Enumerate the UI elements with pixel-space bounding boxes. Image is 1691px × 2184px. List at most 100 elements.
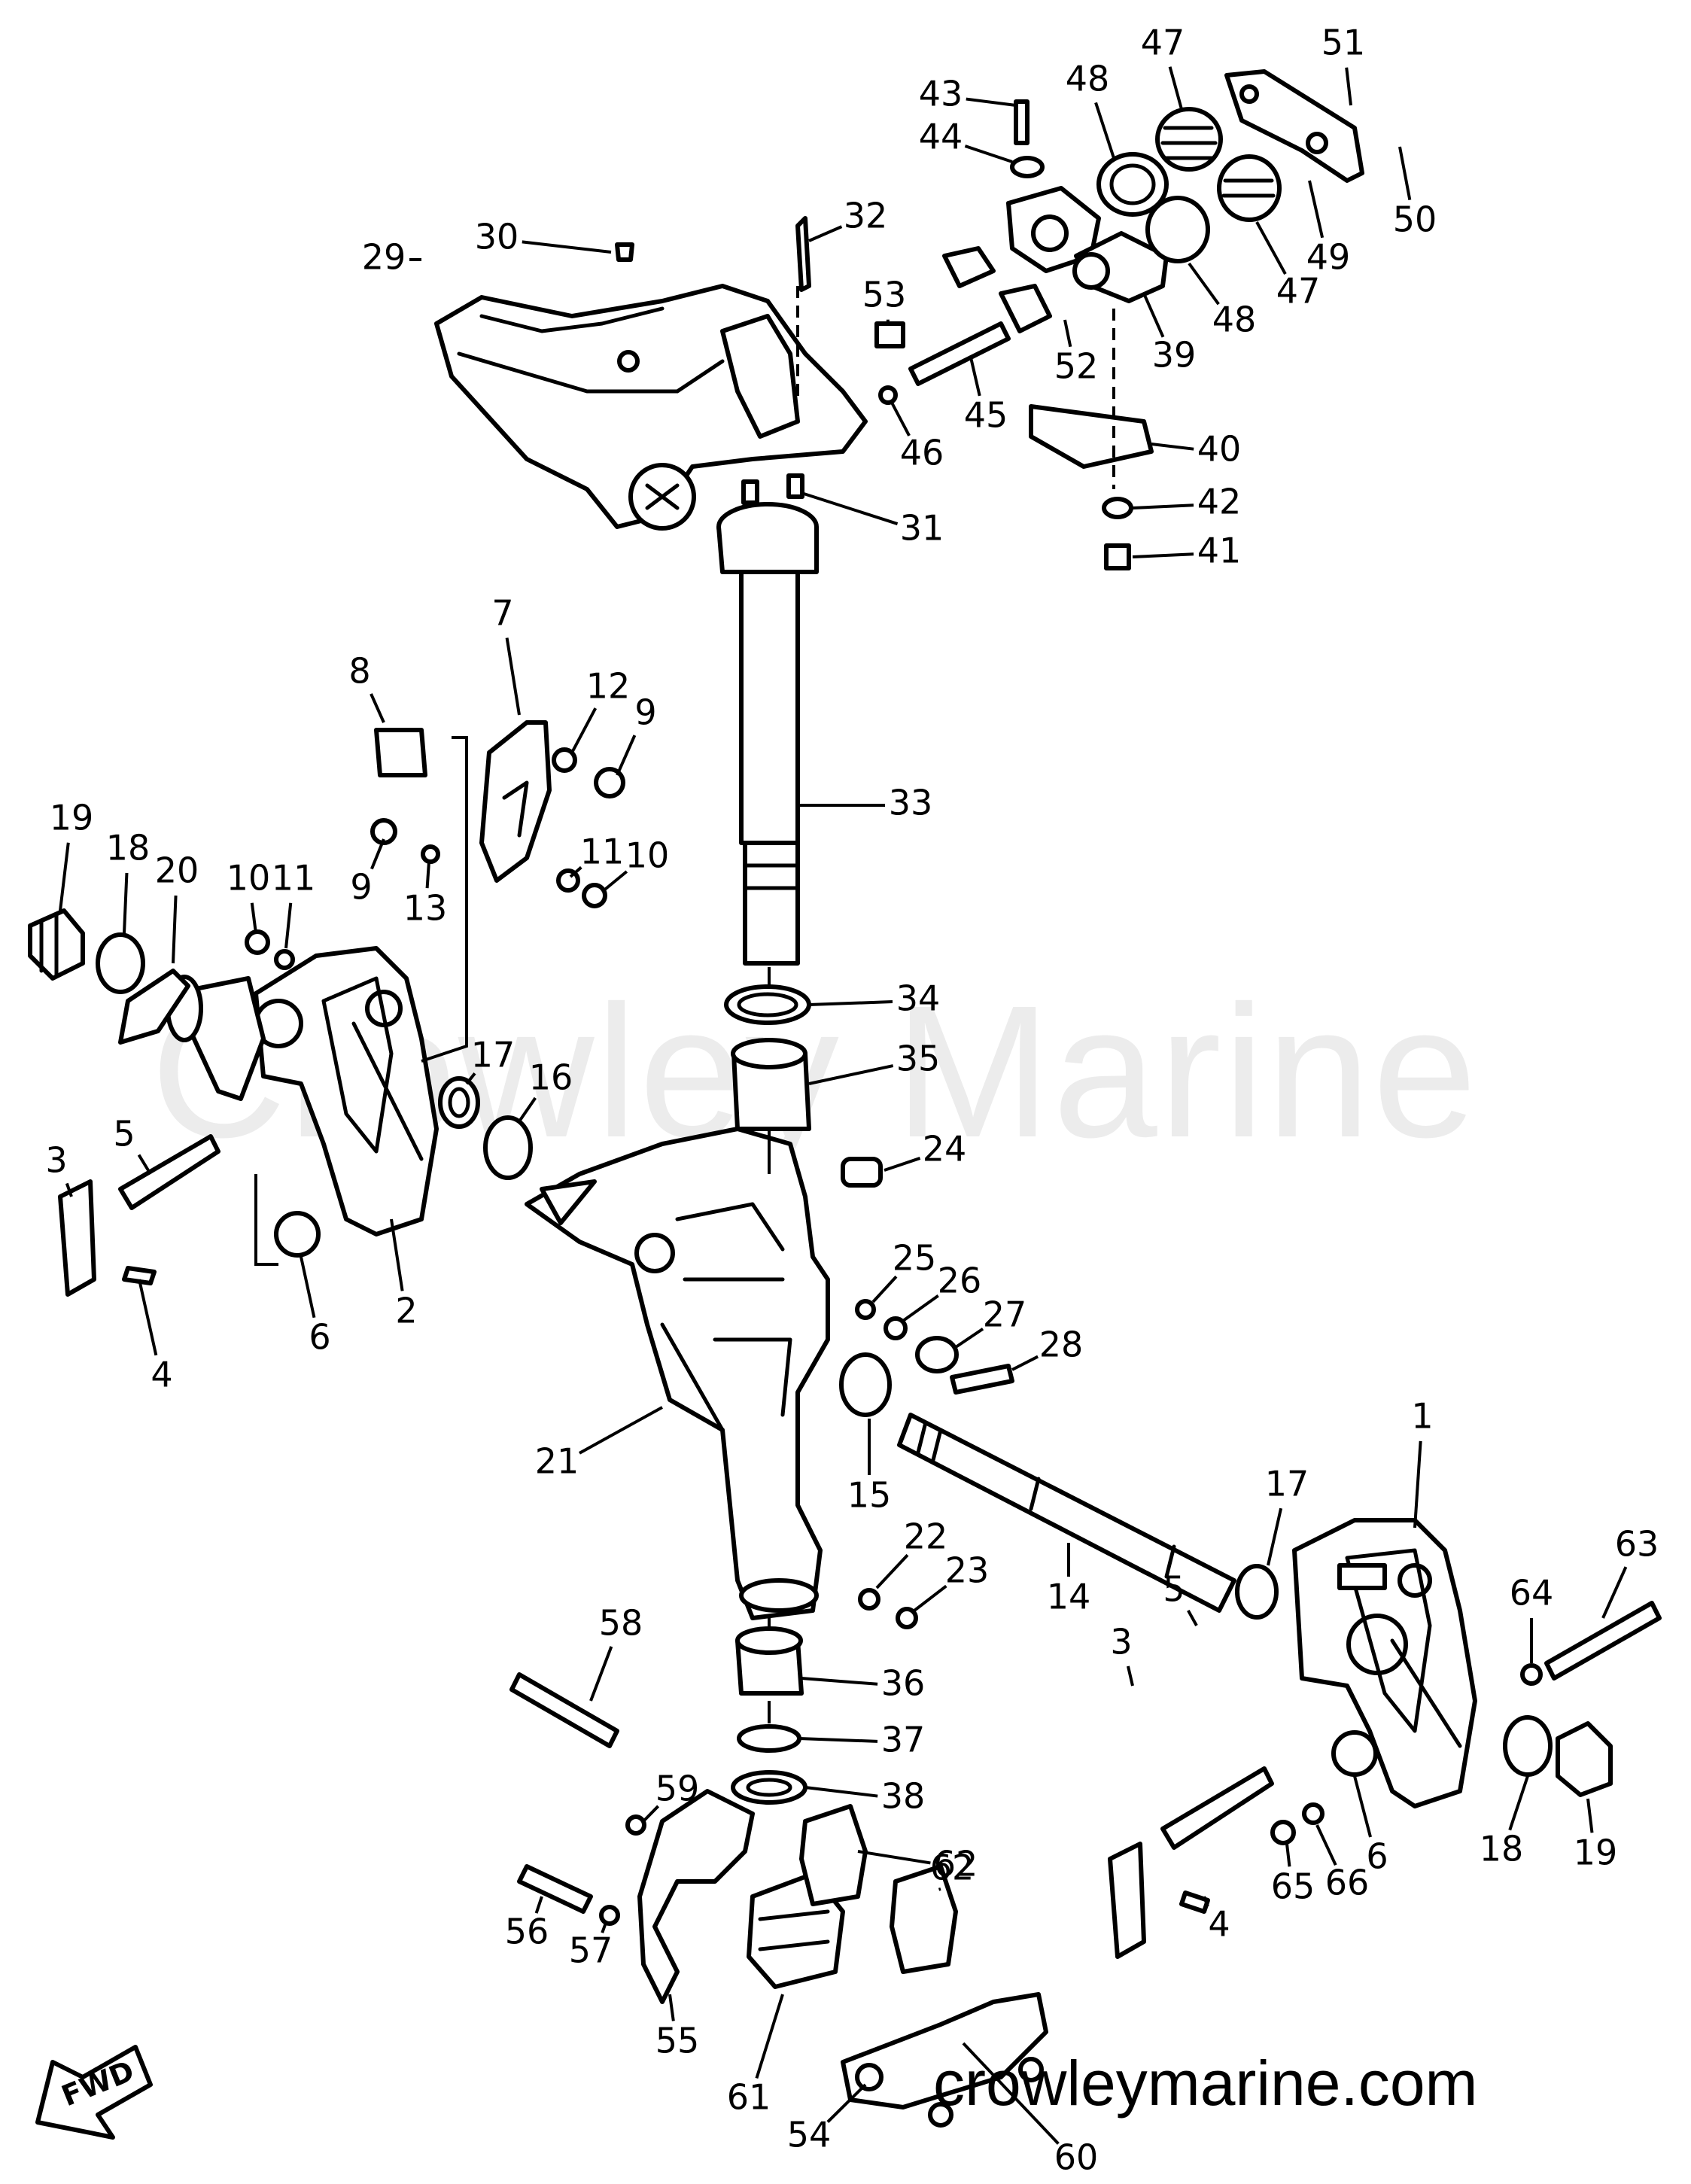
callout-leader-18: [123, 872, 129, 934]
callout-23: 23: [945, 1550, 990, 1591]
callout-leader-42: [1132, 503, 1194, 509]
callout-50: 50: [1393, 199, 1437, 240]
callout-leader-18: [1508, 1775, 1529, 1831]
callout-leader-24: [884, 1157, 921, 1172]
callout-leader-44: [964, 144, 1013, 163]
callout-49: 49: [1306, 237, 1351, 278]
callout-leader-11: [569, 865, 582, 878]
callout-35: 35: [896, 1039, 941, 1079]
callout-53: 53: [862, 275, 907, 315]
callout-34: 34: [896, 978, 941, 1019]
callout-leader-8: [370, 693, 385, 723]
callout-leader-61: [755, 1994, 784, 2079]
callout-19: 19: [50, 798, 94, 838]
callout-leader-3: [65, 1182, 73, 1197]
swivel-bracket-part: [525, 1127, 830, 1620]
callout-61: 61: [727, 2077, 771, 2118]
callout-leader-26: [902, 1294, 939, 1322]
callout-leader-11: [284, 902, 293, 949]
callout-leader-65: [1285, 1843, 1291, 1867]
callout-leader-51: [1345, 67, 1352, 106]
callout-17: 17: [471, 1035, 516, 1075]
clamp-bracket-left-part: [166, 946, 439, 1236]
callout-leader-21: [579, 1406, 663, 1455]
callout-33: 33: [889, 783, 933, 823]
callout-leader-45: [969, 357, 981, 397]
callout-leader-4: [1203, 1896, 1209, 1907]
callout-15: 15: [847, 1475, 892, 1516]
callout-3: 3: [45, 1140, 67, 1181]
callout-44: 44: [919, 117, 963, 157]
callout-47: 47: [1141, 23, 1185, 63]
callout-62: 62: [934, 1844, 978, 1884]
callout-62: 62: [930, 1848, 975, 1888]
callout-leader-57: [601, 1922, 607, 1933]
callout-leader-23: [913, 1584, 947, 1612]
callout-51: 51: [1321, 23, 1366, 63]
callout-4: 4: [1208, 1904, 1230, 1945]
callout-leader-9: [370, 838, 385, 870]
callout-8: 8: [348, 651, 370, 692]
callout-2: 2: [395, 1291, 417, 1331]
callout-18: 18: [106, 828, 151, 868]
callout-32: 32: [844, 196, 888, 236]
callout-leader-43: [966, 97, 1017, 107]
callout-leader-55: [668, 1994, 675, 2021]
callout-leader-50: [1398, 146, 1412, 200]
callout-21: 21: [535, 1441, 579, 1482]
callout-13: 13: [403, 888, 448, 929]
bolts: [58, 99, 1662, 1959]
fwd-arrow: FWD: [35, 2045, 153, 2140]
callout-39: 39: [1152, 335, 1197, 376]
callout-19: 19: [1574, 1833, 1618, 1873]
callout-leader-25: [871, 1275, 898, 1303]
callout-26: 26: [938, 1261, 982, 1301]
callout-5: 5: [113, 1114, 135, 1154]
callout-58: 58: [599, 1603, 643, 1644]
callout-leader-34: [808, 1000, 893, 1006]
callout-36: 36: [881, 1663, 926, 1704]
callout-29: 29: [362, 237, 406, 278]
callout-leader-5: [137, 1154, 152, 1176]
callout-66: 66: [1325, 1863, 1370, 1903]
callout-leader-37: [798, 1737, 878, 1743]
callout-leader-31: [801, 491, 899, 525]
callout-10: 10: [227, 858, 271, 899]
callout-9: 9: [350, 867, 372, 908]
callout-leader-62: [857, 1850, 931, 1865]
callout-59: 59: [655, 1769, 700, 1809]
callout-leader-58: [589, 1646, 613, 1702]
callout-31: 31: [900, 508, 944, 549]
callout-leader-9: [616, 735, 637, 776]
callout-46: 46: [900, 433, 944, 473]
callout-38: 38: [881, 1776, 926, 1817]
callout-45: 45: [964, 395, 1008, 436]
callout-leader-54: [826, 2083, 867, 2123]
callout-27: 27: [983, 1294, 1027, 1335]
callout-leader-60: [962, 2042, 1060, 2145]
callout-40: 40: [1197, 429, 1242, 470]
callout-47: 47: [1276, 271, 1321, 312]
callout-60: 60: [1054, 2137, 1099, 2178]
callout-leader-30: [522, 240, 612, 254]
callout-leader-13: [425, 861, 430, 889]
callout-leader-12: [570, 707, 598, 753]
tilt-tube-part: [897, 1413, 1236, 1613]
callout-leader-48: [1188, 262, 1220, 306]
callout-6: 6: [1366, 1836, 1388, 1877]
callout-64: 64: [1510, 1573, 1554, 1614]
callout-leader-47: [1168, 66, 1183, 110]
callout-4: 4: [151, 1355, 172, 1395]
callout-54: 54: [787, 2115, 832, 2155]
callout-52: 52: [1054, 346, 1099, 387]
callout-48: 48: [1066, 59, 1110, 99]
callout-24: 24: [923, 1129, 967, 1170]
callout-leader-66: [1315, 1824, 1337, 1866]
callout-18: 18: [1480, 1829, 1524, 1869]
thrust-plate-part: [479, 720, 552, 883]
callout-10: 10: [625, 835, 670, 876]
callout-16: 16: [529, 1057, 573, 1098]
steering-bracket-parts: [942, 69, 1364, 469]
callout-25: 25: [893, 1238, 937, 1279]
